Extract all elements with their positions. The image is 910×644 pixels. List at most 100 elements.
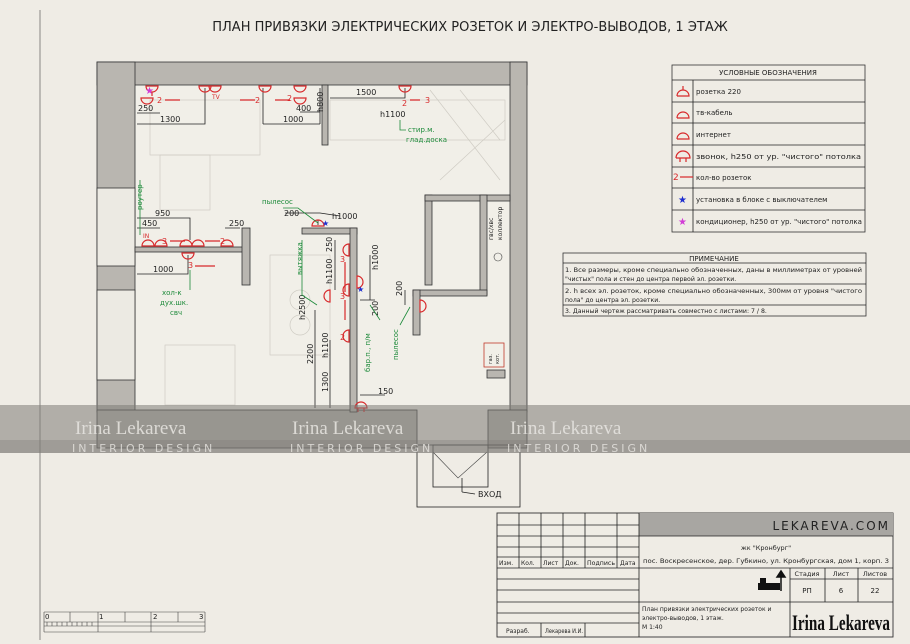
watermark-logo: Irina Lekareva: [292, 418, 404, 439]
drawing-title-line: План привязки электрических розеток и: [642, 606, 771, 613]
vacuum-label: пылесос: [262, 198, 293, 206]
stage-value: РП: [802, 587, 812, 595]
wall-kitchen: [134, 246, 246, 253]
dim-label: 950: [155, 209, 170, 218]
socket-count-sample: 2: [673, 173, 679, 183]
socket-count: 3: [188, 261, 193, 270]
socket-220-icon: [181, 252, 195, 260]
window-left-1: [96, 187, 136, 267]
fridge-label: хол-к: [162, 289, 182, 297]
boiler-label-2: кот.: [495, 353, 501, 364]
col-header: Подпись: [587, 560, 615, 567]
socket-count: 3: [340, 292, 345, 301]
note-line: пола" до центра эл. розетки.: [565, 297, 660, 304]
sheets-header: Листов: [863, 570, 887, 578]
socket-220-icon: [323, 289, 331, 303]
ironing-board-label: глад.доска: [406, 136, 447, 144]
project-address: пос. Воскресенское, дер. Губкино, ул. Кр…: [643, 557, 889, 565]
wall-hall-stub: [486, 369, 506, 379]
legend-item-label: интернет: [696, 131, 731, 139]
socket-220-icon: [342, 329, 350, 343]
hood-label: вытяжка: [296, 242, 304, 275]
socket-count: 3: [340, 255, 345, 264]
socket-220-icon: [220, 239, 234, 247]
dim-label: 450: [142, 219, 157, 228]
watermark-sub: INTERIOR DESIGN: [72, 442, 215, 455]
dim-label: h800: [316, 92, 325, 112]
tv-mark: TV: [211, 94, 221, 101]
socket-count: 3: [162, 237, 167, 246]
internet-socket-icon: [676, 132, 690, 140]
socket-220-icon: [342, 283, 350, 297]
socket-count: 2: [287, 94, 292, 103]
dim-label: 250: [229, 219, 244, 228]
notes-header: ПРИМЕЧАНИЕ: [689, 255, 739, 263]
blue-star-icon: ★: [678, 195, 687, 206]
project-name: жк "Кронбург": [741, 544, 791, 552]
bar-label: бар.п., п/м: [364, 333, 372, 372]
note-line: "чистых" пола и стен до центра первой эл…: [565, 275, 736, 283]
developed-label: Разраб.: [506, 628, 530, 635]
socket-220-icon: [398, 85, 412, 93]
socket-220-icon: [140, 97, 154, 105]
dim-label: h1000: [332, 212, 357, 221]
socket-count-arrow-icon: 2: [673, 173, 693, 183]
website: LEKAREVA.COM: [773, 519, 891, 533]
wall-bath-left: [424, 194, 433, 286]
bed-lamp-logo-icon: [758, 569, 787, 591]
washer-label: стир.м.: [408, 126, 435, 134]
dimension-lines: [137, 88, 406, 408]
wall-bath-top: [424, 194, 511, 202]
magenta-star-icon: ★: [145, 86, 154, 97]
col-header: Изм.: [499, 560, 513, 567]
developer-name: Лекарева И.И.: [545, 628, 583, 635]
wall-right: [509, 61, 528, 413]
socket-count: 3: [425, 96, 430, 105]
wall-bath-stub: [412, 289, 421, 336]
internet-mark: IN: [143, 233, 149, 240]
socket-220-icon: [154, 239, 168, 247]
dim-label: 150: [378, 387, 393, 396]
drawing-scale: М 1:40: [642, 624, 663, 631]
stage-header: Стадия: [795, 570, 820, 578]
dim-label: 200: [284, 209, 299, 218]
socket-220-icon: [258, 85, 272, 93]
socket-220-icon: [342, 243, 350, 257]
wall-bath-right: [479, 194, 488, 296]
brand-logo: Irina Lekareva: [792, 610, 890, 635]
socket-220-icon: [419, 299, 427, 313]
legend-item-label: розетка 220: [696, 88, 741, 96]
legend-item-label: звонок, h250 от ур. "чистого" потолка: [696, 153, 861, 161]
dim-label: 2200: [306, 344, 315, 364]
watermark-sub: INTERIOR DESIGN: [507, 442, 650, 455]
note-line: 1. Все размеры, кроме специально обознач…: [565, 266, 862, 274]
socket-220-icon: [356, 275, 364, 289]
scale-bar: 0 1 2 3: [43, 611, 206, 633]
wall-kitchen-stub: [241, 227, 251, 286]
dim-label: 400: [296, 104, 311, 113]
sheet-value: 6: [839, 587, 844, 595]
internet-socket-icon: IN: [141, 233, 155, 247]
microwave-label: свч: [170, 309, 182, 317]
scale-tick: 2: [153, 613, 157, 621]
collector-icon: [493, 252, 503, 262]
socket-count: 2: [340, 333, 345, 342]
legend-item-label: тв-кабель: [696, 109, 732, 117]
dim-label: 250: [138, 104, 153, 113]
legend-item-label: установка в блоке с выключателем: [696, 196, 827, 204]
dim-label: h1000: [371, 245, 380, 270]
dim-label: h1100: [380, 110, 405, 119]
wall-central: [349, 227, 358, 413]
legend-header: УСЛОВНЫЕ ОБОЗНАЧЕНИЯ: [719, 69, 817, 77]
wall-bath-bottom: [412, 289, 488, 297]
blue-star-icon: ★: [322, 219, 329, 228]
socket-220-icon: [145, 85, 159, 96]
col-header: Лист: [543, 560, 559, 567]
legend-table: УСЛОВНЫЕ ОБОЗНАЧЕНИЯ 2 ★ ★ розетка 220 т…: [671, 64, 866, 233]
sheet-header: Лист: [833, 570, 850, 578]
dim-label: h1100: [321, 333, 330, 358]
watermark-logo: Irina Lekareva: [75, 418, 187, 439]
watermark-logo: Irina Lekareva: [510, 418, 622, 439]
col-header: Дата: [620, 560, 636, 567]
scale-tick: 1: [99, 613, 103, 621]
